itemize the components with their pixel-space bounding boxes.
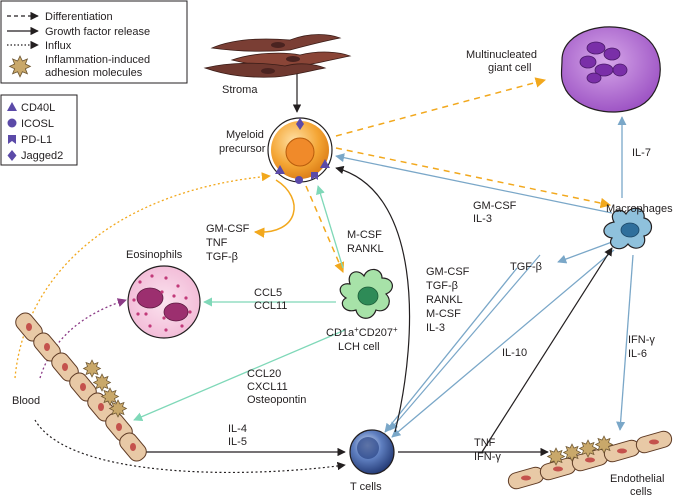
- lch-label-1: CD1a+CD207+: [326, 325, 398, 339]
- legend-cd40l-label: CD40L: [21, 102, 55, 114]
- endothelial-label-2: cells: [630, 486, 653, 498]
- label-ccl5-ccl11: CCL5 CCL11: [254, 287, 287, 312]
- jagged2-icon: [7, 150, 17, 161]
- factor-label: TNF: [474, 437, 496, 449]
- factor-label: GM-CSF: [206, 223, 250, 235]
- giant-cell-label-1: Multinucleated: [466, 49, 537, 61]
- legend-adhesion-label-2: adhesion molecules: [45, 67, 143, 79]
- legend-adhesion-label-1: Inflammation-induced: [45, 54, 150, 66]
- lch-cell: [339, 268, 393, 319]
- factor-label: TGF-β: [426, 280, 458, 292]
- factor-label: CXCL11: [247, 381, 288, 393]
- legend-icosl-label: ICOSL: [21, 118, 54, 130]
- legend-differentiation-label: Differentiation: [45, 11, 113, 23]
- label-mcsf-rankl: M-CSF RANKL: [347, 229, 384, 255]
- factor-label: M-CSF: [347, 229, 382, 241]
- icosl-marker: [295, 176, 303, 184]
- pdl1-icon: [8, 135, 16, 144]
- factor-label: IFN-γ: [628, 334, 655, 346]
- arrow-macrophages-tgfb: [557, 241, 613, 264]
- factor-label: TNF: [206, 237, 228, 249]
- icosl-icon: [7, 118, 17, 128]
- factor-label: TGF-β: [206, 251, 238, 263]
- factor-label: CCL11: [254, 300, 287, 312]
- arrow-tgfb-to-tcells: [384, 267, 518, 433]
- macrophage-cell: [603, 207, 653, 250]
- label-ifng-il6: IFN-γ IL-6: [628, 334, 655, 360]
- legend-arrows: Differentiation Growth factor release In…: [0, 0, 188, 84]
- myeloid-label-1: Myeloid: [226, 129, 264, 141]
- eosinophils-label: Eosinophils: [126, 249, 183, 261]
- myeloid-label-2: precursor: [219, 143, 266, 155]
- endothelial-cells: [507, 430, 673, 490]
- cd40l-marker: [320, 159, 330, 168]
- cd40l-icon: [7, 102, 17, 111]
- arrow-myeloid-to-macrophages: [335, 147, 612, 209]
- factor-label: RANKL: [426, 294, 463, 306]
- legend-pdl1-label: PD-L1: [21, 134, 52, 146]
- factor-label: M-CSF: [426, 308, 461, 320]
- blood-label: Blood: [12, 395, 40, 407]
- factor-label: IL-3: [426, 322, 445, 334]
- factor-label: RANKL: [347, 243, 384, 255]
- factor-label: IL-4: [228, 423, 247, 435]
- stroma-cells: [203, 34, 352, 78]
- adhesion-molecules: [82, 359, 128, 418]
- arrow-tcells-to-myeloid: [335, 165, 411, 433]
- arrow-myeloid-to-lch: [305, 185, 345, 273]
- factor-label: GM-CSF: [473, 200, 517, 212]
- multinucleated-giant-cell: [560, 26, 661, 113]
- arrow-myeloid-to-giant-cell: [335, 77, 547, 137]
- arrow-lch-to-myeloid: [316, 185, 344, 269]
- t-cell: [349, 429, 395, 475]
- cd40l-marker: [275, 165, 285, 174]
- factor-label: GM-CSF: [426, 266, 470, 278]
- legend-molecules: CD40L ICOSL PD-L1 Jagged2: [0, 94, 78, 166]
- macrophages-label: Macrophages: [606, 203, 673, 215]
- myeloid-precursor-cell: [267, 117, 333, 184]
- eosinophil-cell: [127, 265, 201, 339]
- label-il7: IL-7: [632, 147, 651, 159]
- label-il4-il5: IL-4 IL-5: [228, 423, 247, 448]
- arrow-blood-to-tcells: [34, 419, 346, 474]
- legend-influx-label: Influx: [45, 40, 72, 52]
- giant-cell-label-2: giant cell: [488, 62, 531, 74]
- legend-growth-factor-label: Growth factor release: [45, 26, 150, 38]
- pdl1-marker: [311, 172, 318, 180]
- blood-vessel: [15, 312, 147, 462]
- label-tgfb: TGF-β: [510, 261, 542, 273]
- label-il10: IL-10: [502, 347, 527, 359]
- arrow-macrophages-to-myeloid: [335, 153, 613, 214]
- label-gmcsf-il3: GM-CSF IL-3: [473, 200, 517, 225]
- legend-jagged2-label: Jagged2: [21, 150, 63, 162]
- factor-label: IFN-γ: [474, 451, 501, 463]
- arrow-lch-to-blood: [133, 329, 346, 421]
- jagged2-marker: [296, 118, 304, 130]
- endothelial-label-1: Endothelial: [610, 473, 664, 485]
- factor-label: CCL20: [247, 368, 281, 380]
- stroma-label: Stroma: [222, 84, 258, 96]
- arrow-lch-to-tcells: [389, 254, 541, 431]
- arrow-tcells-to-macrophages: [481, 247, 613, 453]
- arrow-myeloid-autocrine: [253, 179, 295, 238]
- factor-label: IL-5: [228, 436, 247, 448]
- arrow-macrophages-to-tcells: [391, 249, 615, 438]
- factor-label: Osteopontin: [247, 394, 306, 406]
- arrow-blood-to-eosinophils: [39, 298, 127, 379]
- factor-label: CCL5: [254, 287, 282, 299]
- factor-label: IL-3: [473, 213, 492, 225]
- adhesion-molecule-icon: [8, 55, 32, 78]
- arrow-macrophages-to-endothelial: [616, 254, 634, 431]
- arrows: [14, 74, 634, 474]
- label-gmcsf-tnf-tgfb: GM-CSF TNF TGF-β: [206, 223, 250, 263]
- factor-label: IL-6: [628, 348, 647, 360]
- label-tnf-ifng: TNF IFN-γ: [474, 437, 501, 463]
- tcells-label: T cells: [350, 481, 382, 493]
- lch-label-2: LCH cell: [338, 341, 380, 353]
- label-chemokines: CCL20 CXCL11 Osteopontin: [247, 368, 306, 406]
- label-tcell-factors: GM-CSF TGF-β RANKL M-CSF IL-3: [426, 266, 470, 334]
